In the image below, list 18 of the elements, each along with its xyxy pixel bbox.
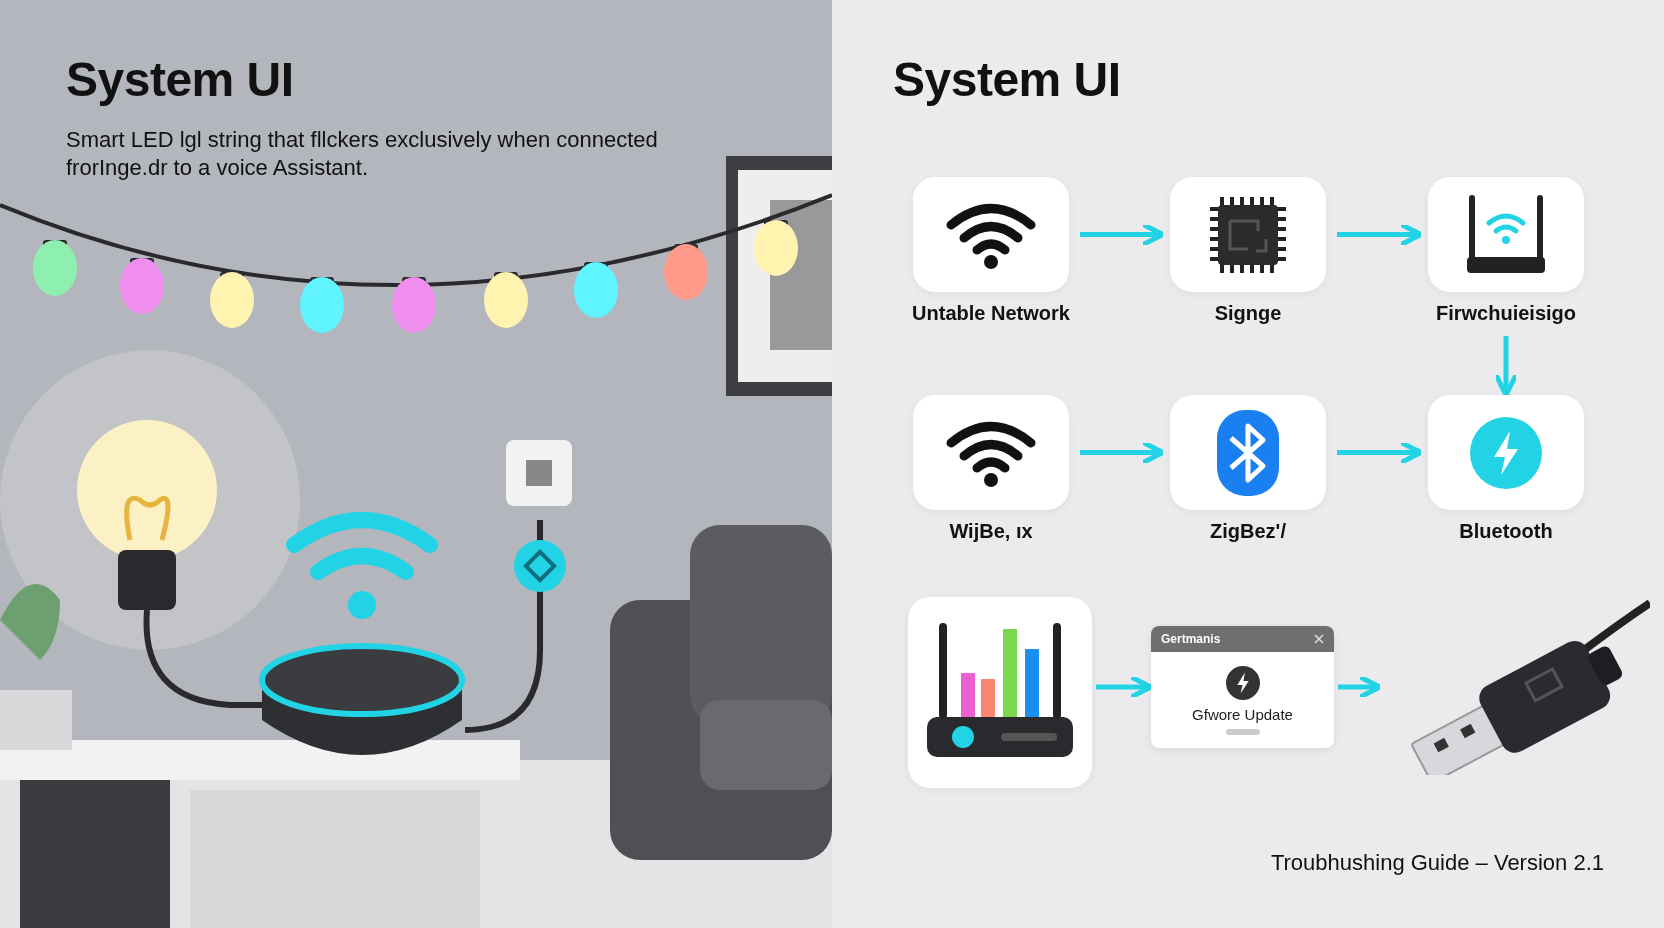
dialog-title: Gertmanis [1161,632,1221,646]
arrow [1337,222,1424,247]
footer-text: Troubhushing Guide – Version 2.1 [1270,850,1604,876]
arrow [1337,440,1424,465]
device-label: WijBe, ıx [949,520,1033,543]
device-label: Signge [1214,302,1282,325]
heading: System UI [66,52,294,107]
arrow [1080,440,1166,465]
heading: System UI [893,52,1121,107]
arrow [1080,222,1166,247]
device-label: Untable Network [912,302,1070,325]
device-label: ZigBez'/ [1210,520,1286,543]
arrow [1493,336,1519,398]
arrow [1338,674,1383,700]
dialog-message: Gfwore Update [1192,705,1293,723]
device-label: Bluetooth [1459,520,1553,543]
description-text: Smart LED lgl string that fllckers exclusively when connected frorInge.dr to a voice Assistant. [66,126,659,182]
device-label: Firwchuieisigo [1436,302,1576,325]
